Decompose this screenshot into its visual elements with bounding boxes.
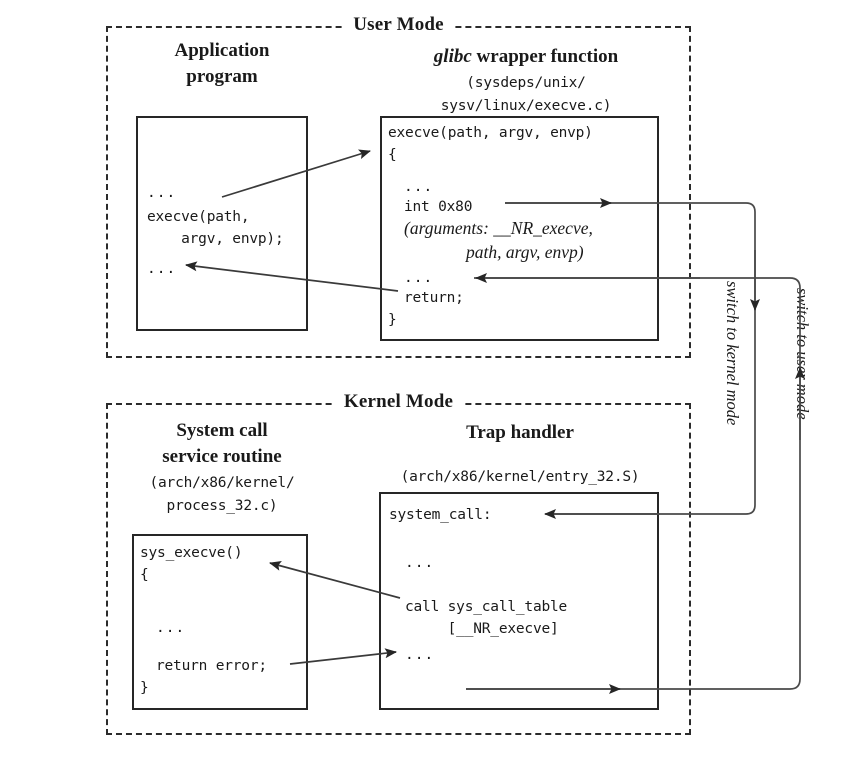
glibc-dots-1: ... <box>404 179 434 195</box>
application-heading-line1: Application <box>174 40 270 61</box>
application-execve-call-line2: argv, envp); <box>147 231 284 247</box>
sys-execve-open-brace: { <box>140 567 149 583</box>
trap-handler-dots-1: ... <box>405 555 435 571</box>
sys-execve-signature: sys_execve() <box>140 545 243 561</box>
glibc-heading-italic: glibc <box>433 46 472 67</box>
application-heading-line2: program <box>186 66 258 87</box>
service-routine-path-line2: process_32.c) <box>166 498 278 514</box>
glibc-path-line2: sysv/linux/execve.c) <box>440 98 612 114</box>
trap-handler-dots-2: ... <box>405 647 435 663</box>
application-dots-top: ... <box>147 185 177 201</box>
switch-to-user-mode-label: switch to user mode <box>793 288 812 420</box>
sys-execve-dots-1: ... <box>156 620 186 636</box>
service-routine-heading: System call service routine <box>122 418 322 470</box>
trap-handler-heading: Trap handler <box>380 420 660 446</box>
service-routine-heading-line2: service routine <box>162 446 282 467</box>
glibc-arguments-line2: path, argv, envp) <box>466 242 584 262</box>
application-program-heading: Application program <box>136 38 308 90</box>
application-execve-call-line1: execve(path, <box>147 209 250 225</box>
sys-execve-close-brace: } <box>140 680 149 696</box>
glibc-arguments-line1: (arguments: __NR_execve, <box>404 218 593 238</box>
service-routine-heading-line1: System call <box>176 420 268 441</box>
user-mode-title: User Mode <box>343 14 454 36</box>
glibc-source-path: (sysdeps/unix/ sysv/linux/execve.c) <box>392 72 660 118</box>
glibc-wrapper-heading: glibc wrapper function <box>392 44 660 70</box>
glibc-open-brace: { <box>388 147 397 163</box>
service-routine-path-line1: (arch/x86/kernel/ <box>149 475 295 491</box>
trap-handler-call-line1: call sys_call_table <box>405 599 568 615</box>
trap-handler-heading-text: Trap handler <box>466 422 574 443</box>
trap-handler-source-path: (arch/x86/kernel/entry_32.S) <box>368 466 672 489</box>
glibc-path-line1: (sysdeps/unix/ <box>466 75 586 91</box>
glibc-close-brace: } <box>388 312 397 328</box>
switch-to-kernel-mode-label: switch to kernel mode <box>723 281 742 426</box>
trap-handler-path-line1: (arch/x86/kernel/entry_32.S) <box>400 469 640 485</box>
trap-handler-label: system_call: <box>389 507 492 523</box>
application-dots-bottom: ... <box>147 261 177 277</box>
glibc-int-instruction: int 0x80 <box>404 199 473 215</box>
trap-handler-call-line2: [__NR_execve] <box>405 621 559 637</box>
user-mode-region: User Mode <box>106 14 691 358</box>
glibc-dots-2: ... <box>404 270 434 286</box>
glibc-signature: execve(path, argv, envp) <box>388 125 593 141</box>
service-routine-source-path: (arch/x86/kernel/ process_32.c) <box>122 472 322 518</box>
glibc-heading-rest: wrapper function <box>471 46 619 67</box>
kernel-mode-title: Kernel Mode <box>333 391 464 413</box>
glibc-return-statement: return; <box>404 290 464 306</box>
glibc-heading-row: glibc wrapper function <box>392 44 660 70</box>
sys-execve-return-statement: return error; <box>156 658 267 674</box>
